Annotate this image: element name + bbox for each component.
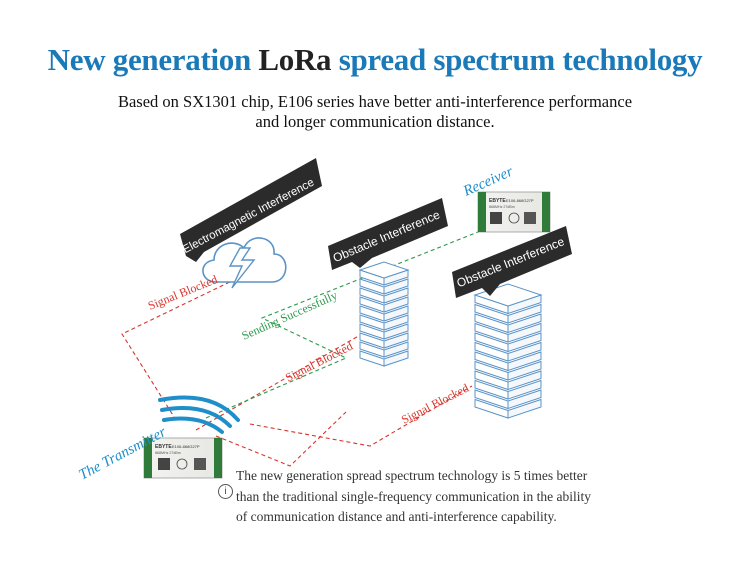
title-part-1: New generation xyxy=(47,42,259,77)
title-part-2: LoRa xyxy=(258,42,332,77)
building-obstacle-2 xyxy=(473,283,543,419)
subtitle-line-1: Based on SX1301 chip, E106 series have b… xyxy=(117,92,633,111)
info-icon: i xyxy=(218,484,233,499)
note-line-3: of communication distance and anti-inter… xyxy=(236,509,557,524)
signal-waves-icon xyxy=(158,395,240,434)
blocked-path-obstacle-2 xyxy=(215,411,347,467)
subtitle-line-2: and longer communication distance. xyxy=(255,112,495,131)
signal-blocked-label-3: Signal Blocked xyxy=(399,381,471,427)
note-text: The new generation spread spectrum techn… xyxy=(236,466,636,528)
note-line-2: than the traditional single-frequency co… xyxy=(236,488,592,504)
page-subtitle: Based on SX1301 chip, E106 series have b… xyxy=(0,92,750,132)
transmitter-spec: 868MHz 27dBm xyxy=(155,451,181,455)
cloud-lightning-icon xyxy=(202,237,287,289)
receiver-spec: 868MHz 27dBm xyxy=(489,205,515,209)
building-obstacle-1 xyxy=(358,261,410,367)
tag-obstacle-1: Obstacle Interference xyxy=(328,198,448,270)
receiver-module: EBYTE E106-868G27P 868MHz 27dBm xyxy=(477,191,551,233)
sending-success-label: Sending Successfully xyxy=(240,288,340,343)
transmitter-brand: EBYTE xyxy=(155,444,172,450)
blocked-path-obstacle-3 xyxy=(249,385,473,447)
page-title: New generation LoRa spread spectrum tech… xyxy=(0,40,750,80)
transmitter-module: EBYTE E106-868G27P 868MHz 27dBm xyxy=(143,437,223,479)
note-line-1: The new generation spread spectrum techn… xyxy=(236,468,588,483)
obstacle-label-1: Obstacle Interference xyxy=(331,207,442,265)
title-part-3: spread spectrum technology xyxy=(331,42,703,77)
blocked-path-electromagnetic xyxy=(121,277,239,421)
blocked-paths xyxy=(121,277,473,467)
transmitter-model: E106-868G27P xyxy=(172,444,200,449)
receiver-brand: EBYTE xyxy=(489,198,506,204)
receiver-model: E106-868G27P xyxy=(506,198,534,203)
blocked-path-obstacle-1 xyxy=(195,333,363,431)
